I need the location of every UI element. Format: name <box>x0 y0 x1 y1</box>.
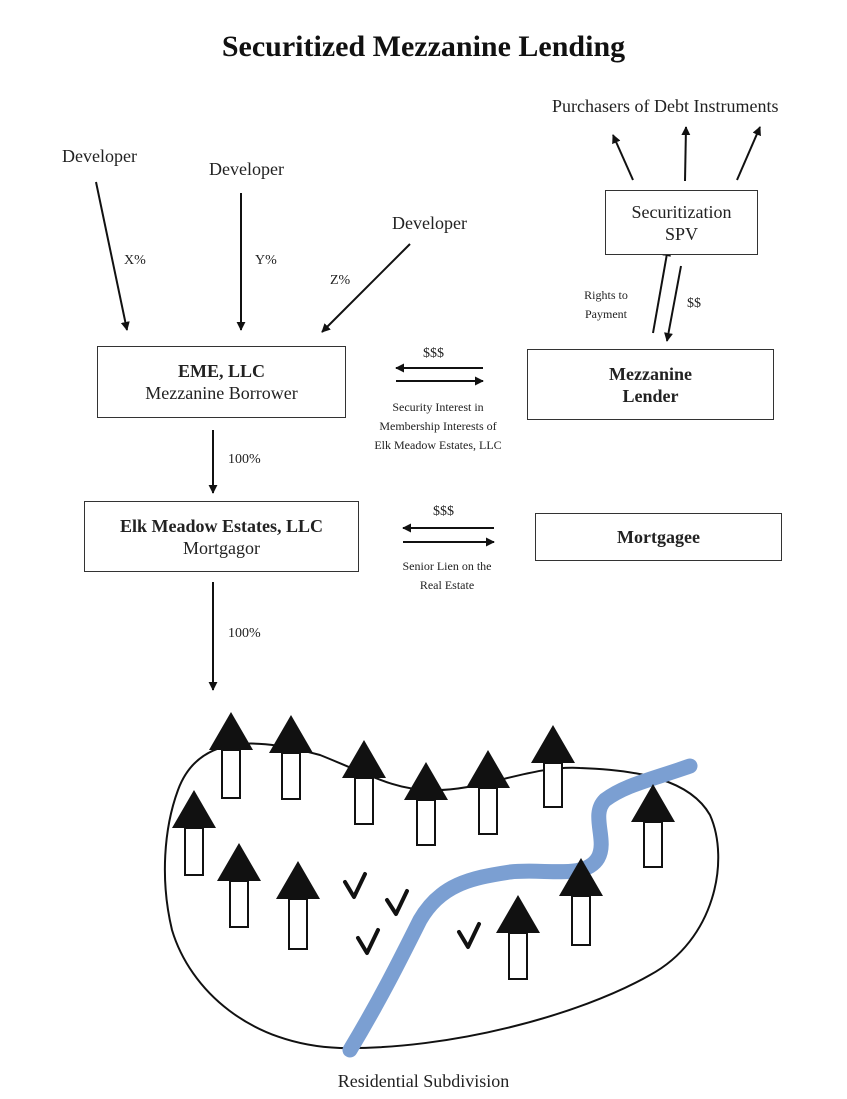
purchaser-arrow-left <box>612 134 634 181</box>
mortgagor-box: Elk Meadow Estates, LLC Mortgagor <box>84 501 359 572</box>
spv-line-2: SPV <box>664 223 699 244</box>
house <box>269 715 313 800</box>
house <box>531 725 575 808</box>
spv-money-label: $$ <box>687 296 701 311</box>
house <box>342 740 386 825</box>
mortgage-money-label: $$$ <box>433 504 454 519</box>
security-line-1: Security Interest in <box>392 400 484 414</box>
developer-share-z: Z% <box>330 273 351 288</box>
mezz-money-label: $$$ <box>423 346 444 361</box>
house <box>172 790 216 876</box>
mortgagor-role: Mortgagor <box>183 537 260 558</box>
security-interest-label: Security Interest in Membership Interest… <box>348 398 528 455</box>
tree-mark <box>356 928 380 955</box>
house <box>559 858 603 946</box>
purchaser-arrow-right <box>736 126 761 181</box>
river <box>342 758 698 1058</box>
mortgagee-box: Mortgagee <box>535 513 782 561</box>
ownership-label-1: 100% <box>228 452 261 467</box>
developer-z-arrow <box>321 243 411 333</box>
house <box>209 712 253 799</box>
developer-label-2: Developer <box>209 159 284 179</box>
page-title: Securitized Mezzanine Lending <box>221 30 626 63</box>
house <box>466 750 510 835</box>
house <box>404 762 448 846</box>
rights-line-1: Rights to <box>584 288 628 302</box>
subdivision-label: Residential Subdivision <box>337 1071 510 1091</box>
rights-to-payment-arrow <box>652 247 672 334</box>
house <box>276 861 320 950</box>
borrower-role: Mezzanine Borrower <box>145 383 298 403</box>
purchaser-arrow-center <box>681 126 691 182</box>
rights-to-payment-label: Rights to Payment <box>572 286 640 324</box>
developer-label-1: Developer <box>62 146 137 166</box>
house <box>631 784 675 868</box>
lender-line-2: Lender <box>622 385 679 406</box>
security-line-3: Elk Meadow Estates, LLC <box>374 438 502 452</box>
mezzanine-lender-box: Mezzanine Lender <box>527 349 774 420</box>
house <box>496 895 540 980</box>
lender-line-1: Mezzanine <box>609 363 692 384</box>
purchasers-label: Purchasers of Debt Instruments <box>552 96 779 116</box>
tree-mark <box>343 872 367 899</box>
spv-payment-arrow <box>664 265 682 342</box>
mezzanine-borrower-box: EME, LLC Mezzanine Borrower <box>97 346 346 418</box>
securitization-spv-box: Securitization SPV <box>605 190 758 255</box>
tree-mark <box>385 889 409 916</box>
lien-line-2: Real Estate <box>419 578 475 592</box>
borrower-name: EME, LLC <box>177 361 265 381</box>
security-line-2: Membership Interests of <box>379 419 497 433</box>
tree-mark <box>457 922 481 949</box>
senior-lien-label: Senior Lien on the Real Estate <box>372 557 522 595</box>
developer-label-3: Developer <box>392 213 467 233</box>
developer-share-y: Y% <box>255 253 277 268</box>
mortgagee-name: Mortgagee <box>617 527 700 547</box>
mortgagor-name: Elk Meadow Estates, LLC <box>119 515 323 536</box>
lien-line-1: Senior Lien on the <box>402 559 492 573</box>
spv-line-1: Securitization <box>631 201 732 222</box>
developer-x-arrow <box>95 181 130 331</box>
developer-share-x: X% <box>124 253 146 268</box>
ownership-label-2: 100% <box>228 626 261 641</box>
house <box>217 843 261 928</box>
rights-line-2: Payment <box>585 307 627 321</box>
